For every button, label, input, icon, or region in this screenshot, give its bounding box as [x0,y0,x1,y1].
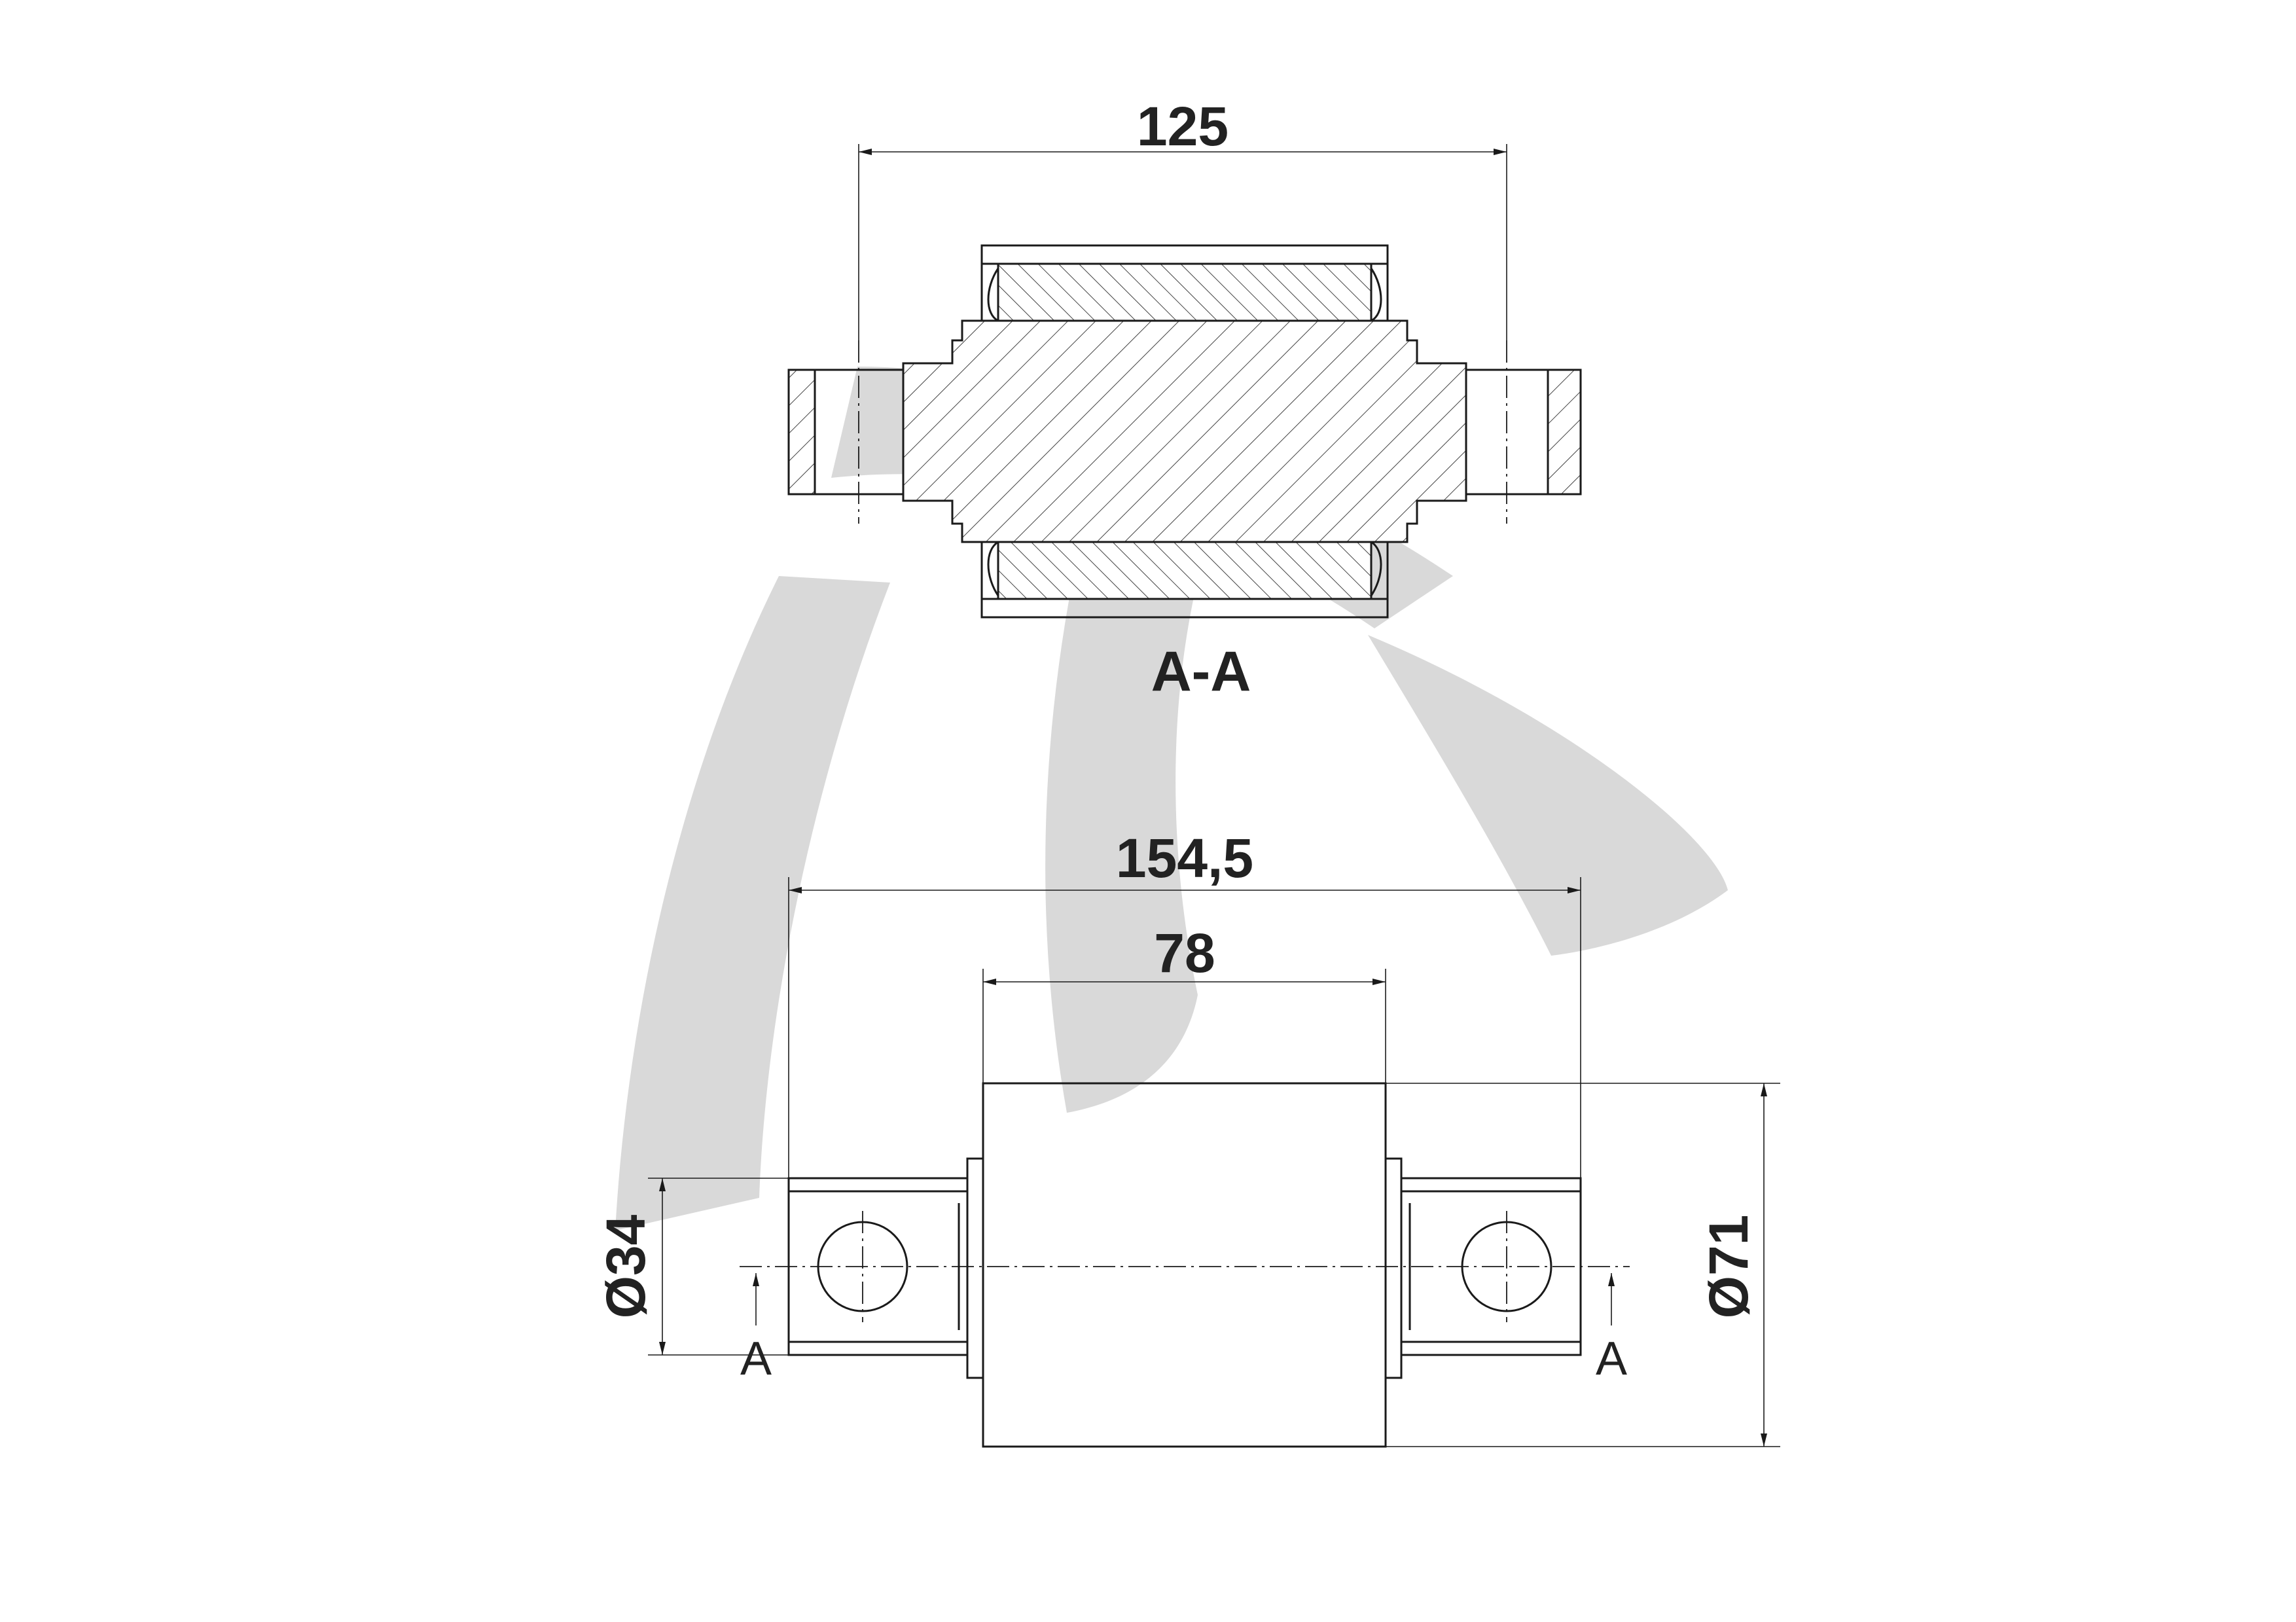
collar-left [966,1157,984,1379]
pin-end-left-outer [787,369,816,496]
pin-end-right [1400,1177,1582,1356]
pin-end-left [787,1177,969,1356]
section-label: A-A [1151,640,1251,703]
collar-right [1384,1157,1403,1379]
front-view: 154,5 78 Ø34 Ø71 A A [595,827,1780,1448]
dimension-dia-34: Ø34 [595,1214,656,1318]
rubber-layer-top [997,262,1372,322]
dimension-78: 78 [1154,922,1215,984]
pin-end-right-outer [1547,369,1582,496]
section-view: 125 A-A [787,96,1582,703]
section-mark-right: A [1596,1333,1627,1385]
outer-sleeve-top [980,244,1389,265]
central-pin [902,319,1467,543]
dimension-dia-71: Ø71 [1698,1215,1759,1319]
dimension-154-5: 154,5 [1116,827,1253,889]
bushing-body [982,1082,1387,1448]
section-mark-left: A [740,1333,772,1385]
dimension-125: 125 [1137,96,1229,157]
rubber-layer-bottom [997,541,1372,600]
